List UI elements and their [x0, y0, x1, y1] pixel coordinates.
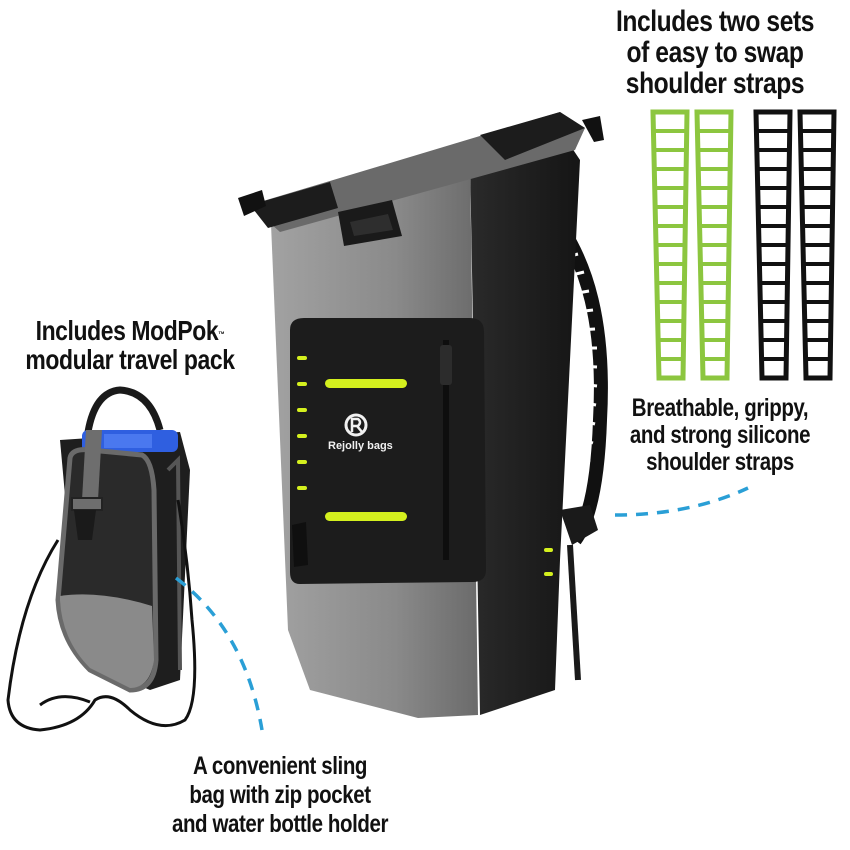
- caption-strap-sets: Includes two sets of easy to swap should…: [592, 6, 838, 99]
- caption-line: and strong silicone: [629, 421, 811, 449]
- sling-bag-image: [6, 386, 197, 732]
- caption-silicone-straps: Breathable, grippy, and strong silicone …: [605, 395, 835, 476]
- caption-line: Includes two sets: [615, 5, 815, 38]
- caption-sling-bag: A convenient sling bag with zip pocket a…: [149, 752, 411, 839]
- caption-line: of easy to swap: [626, 36, 804, 69]
- caption-line: shoulder straps: [625, 67, 805, 100]
- caption-line: and water bottle holder: [171, 810, 389, 838]
- caption-line: Breathable, grippy,: [631, 394, 809, 422]
- caption-line: modular travel pack: [25, 344, 235, 375]
- leader-line-sling: [174, 576, 264, 731]
- caption-line: bag with zip pocket: [189, 781, 371, 809]
- caption-modpok: Includes ModPok™ modular travel pack: [7, 316, 253, 374]
- leader-line-silicone: [614, 486, 749, 517]
- strap-sets-image: [650, 109, 837, 381]
- caption-line: Includes ModPok™: [7, 316, 253, 345]
- caption-line: A convenient sling: [192, 752, 368, 780]
- brand-logo-text: Rejolly bags: [328, 440, 393, 452]
- backpack-image: [238, 112, 608, 718]
- caption-text: Includes ModPok: [35, 315, 219, 346]
- trademark-symbol: ™: [218, 330, 225, 339]
- caption-line: shoulder straps: [646, 448, 794, 476]
